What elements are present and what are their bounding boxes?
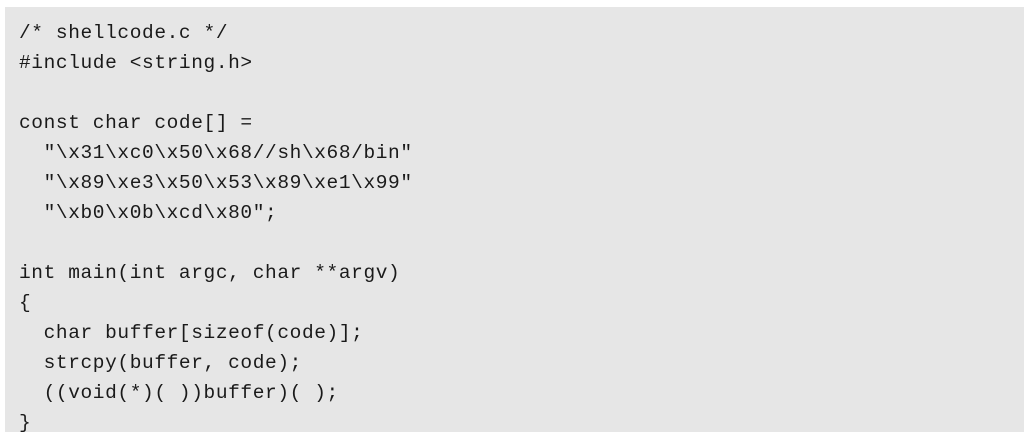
code-line: } — [19, 412, 32, 432]
code-line: int main(int argc, char **argv) — [19, 262, 401, 284]
code-line: "\x89\xe3\x50\x53\x89\xe1\x99" — [19, 172, 413, 194]
code-line: strcpy(buffer, code); — [19, 352, 302, 374]
code-line: "\x31\xc0\x50\x68//sh\x68/bin" — [19, 142, 413, 164]
code-line: "\xb0\x0b\xcd\x80"; — [19, 202, 278, 224]
code-line: char buffer[sizeof(code)]; — [19, 322, 364, 344]
code-line: #include <string.h> — [19, 52, 253, 74]
code-line — [19, 78, 1024, 108]
code-line: ((void(*)( ))buffer)( ); — [19, 382, 339, 404]
code-listing: /* shellcode.c */ #include <string.h> con… — [5, 7, 1024, 432]
code-panel: /* shellcode.c */ #include <string.h> con… — [5, 7, 1024, 432]
code-line: { — [19, 292, 32, 314]
code-line — [19, 228, 1024, 258]
code-line: const char code[] = — [19, 112, 253, 134]
code-line: /* shellcode.c */ — [19, 22, 229, 44]
